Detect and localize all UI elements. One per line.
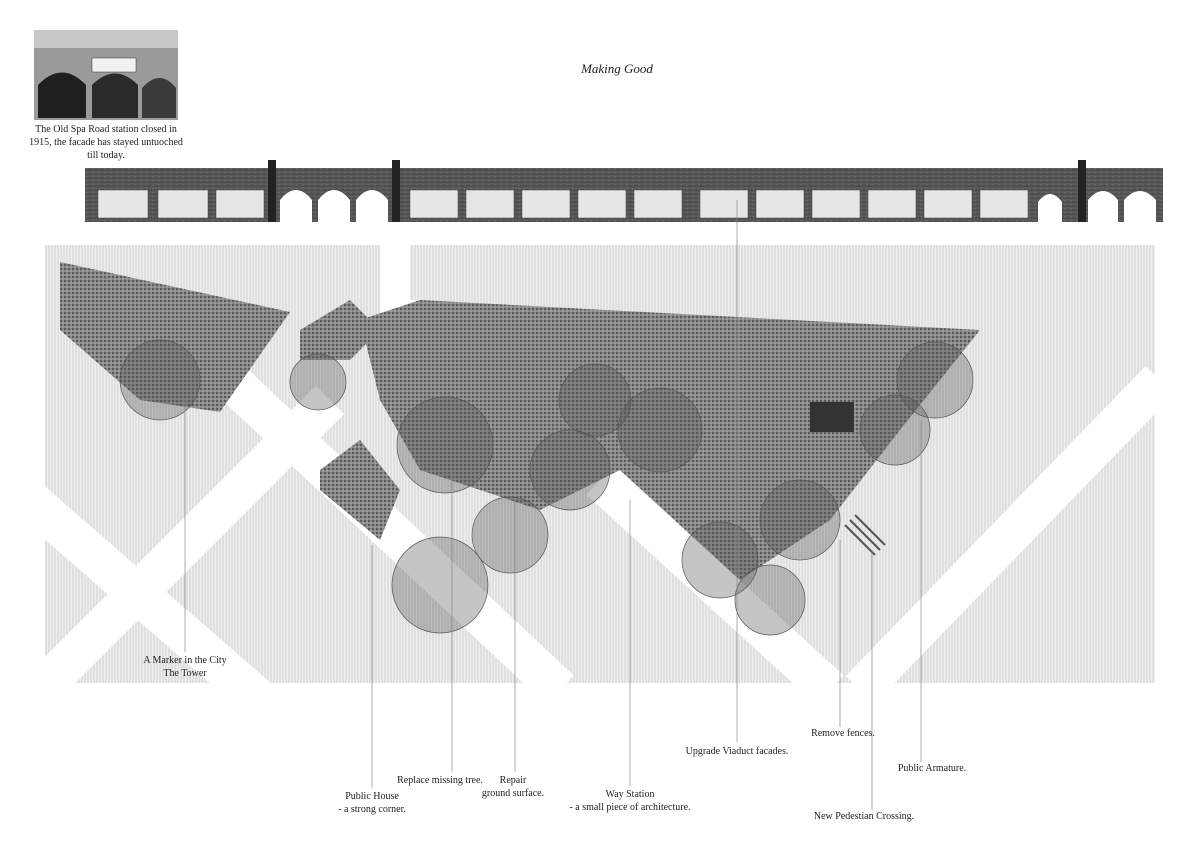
- caption-line: The Old Spa Road station closed in: [35, 124, 177, 135]
- label: A Marker in the City: [143, 655, 227, 666]
- viaduct-elevation: [85, 160, 1163, 222]
- annotation-way-station: Way Station - a small piece of architectu…: [569, 788, 690, 814]
- photo-caption: The Old Spa Road station closed in 1915,…: [29, 123, 183, 162]
- label: Public House: [345, 791, 399, 802]
- label: Repair: [499, 775, 527, 786]
- caption-line: till today.: [87, 150, 125, 161]
- label: The Tower: [163, 668, 207, 679]
- old-station-photo: [34, 30, 178, 120]
- annotation-public-house: Public House - a strong corner.: [338, 790, 406, 816]
- label: New Pedestian Crossing.: [813, 811, 915, 822]
- way-station-block: [810, 402, 854, 432]
- label: Upgrade Viaduct facades.: [685, 746, 789, 757]
- page-title: Making Good: [581, 61, 653, 76]
- annotation-remove-fences: Remove fences.: [811, 727, 875, 740]
- annotation-public-armature: Public Armature.: [898, 762, 966, 775]
- caption-line: 1915, the facade has stayed untuoched: [29, 137, 183, 148]
- trees: [119, 339, 974, 636]
- annotation-replace-tree: Replace missing tree.: [397, 774, 483, 787]
- tower-block: [60, 262, 290, 412]
- label: Remove fences.: [811, 728, 875, 739]
- annotation-upgrade-viaduct: Upgrade Viaduct facades.: [686, 745, 789, 758]
- label: Way Station: [605, 789, 655, 800]
- site-plan: [16, 245, 1175, 716]
- label: - a strong corner.: [338, 804, 406, 815]
- leader-lines: [184, 200, 922, 810]
- plaza: [360, 300, 980, 580]
- annotation-repair: Repair ground surface.: [482, 774, 544, 800]
- label: - a small piece of architecture.: [569, 802, 691, 813]
- annotation-pedestrian-crossing: New Pedestian Crossing.: [814, 810, 914, 823]
- label: ground surface.: [481, 788, 545, 799]
- public-house: [320, 440, 400, 540]
- label: Replace missing tree.: [397, 775, 483, 786]
- label: Public Armature.: [897, 763, 967, 774]
